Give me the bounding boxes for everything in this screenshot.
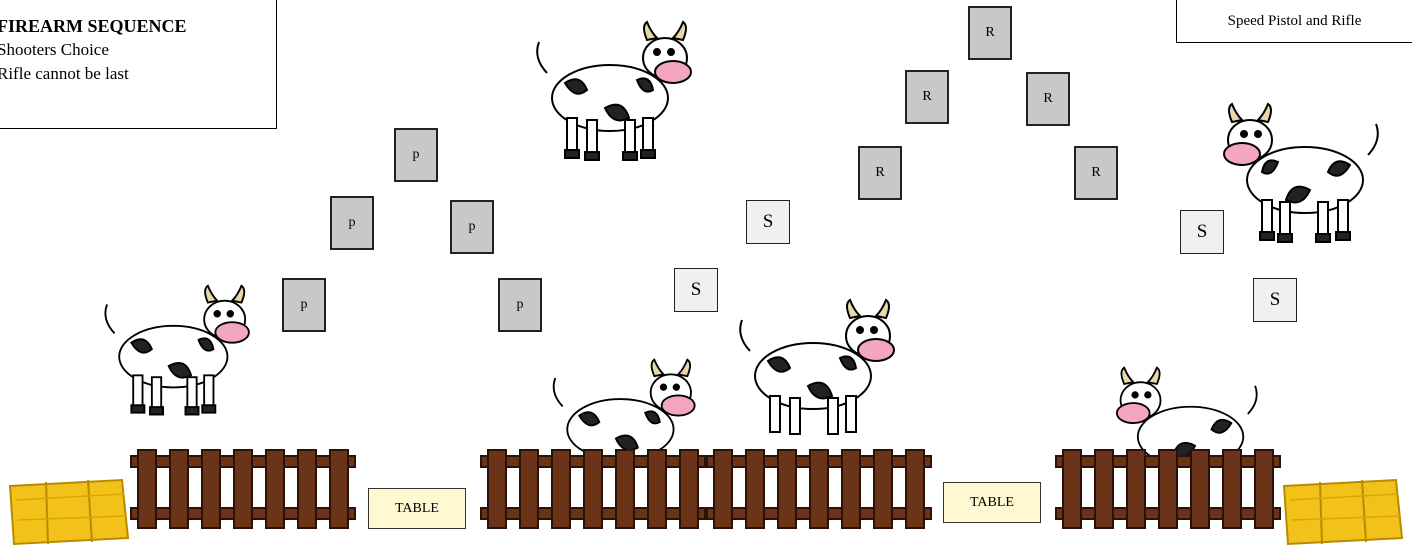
fence-icon xyxy=(130,448,356,530)
pistol-target: p xyxy=(394,128,438,182)
table-left: TABLE xyxy=(368,488,466,529)
stage-name: Speed Pistol and Rifle xyxy=(1228,13,1362,30)
firearm-sequence-line-2: Rifle cannot be last xyxy=(0,64,129,84)
cow-icon xyxy=(88,282,268,422)
shotgun-target: S xyxy=(1253,278,1297,322)
shotgun-target: S xyxy=(1180,210,1224,254)
fence-icon xyxy=(1055,448,1281,530)
rifle-target: R xyxy=(858,146,902,200)
pistol-target: p xyxy=(450,200,494,254)
fence-icon xyxy=(706,448,932,530)
pistol-target: p xyxy=(330,196,374,250)
rifle-target: R xyxy=(905,70,949,124)
pistol-target: p xyxy=(498,278,542,332)
rifle-target: R xyxy=(968,6,1012,60)
table-right: TABLE xyxy=(943,482,1041,523)
cow-icon xyxy=(1210,100,1390,250)
hay-bale-icon xyxy=(1280,476,1404,546)
hay-bale-icon xyxy=(6,476,130,546)
shotgun-target: S xyxy=(746,200,790,244)
rifle-target: R xyxy=(1074,146,1118,200)
rifle-target: R xyxy=(1026,72,1070,126)
cow-icon xyxy=(728,296,908,446)
firearm-sequence-line-1: Shooters Choice xyxy=(0,40,109,60)
firearm-sequence-title: FIREARM SEQUENCE xyxy=(0,16,187,37)
pistol-target: p xyxy=(282,278,326,332)
firearm-sequence-box: FIREARM SEQUENCE Shooters Choice Rifle c… xyxy=(0,0,277,129)
stage-name-box: Speed Pistol and Rifle xyxy=(1176,0,1412,43)
fence-icon xyxy=(480,448,706,530)
shotgun-target: S xyxy=(674,268,718,312)
cow-icon xyxy=(525,18,705,168)
